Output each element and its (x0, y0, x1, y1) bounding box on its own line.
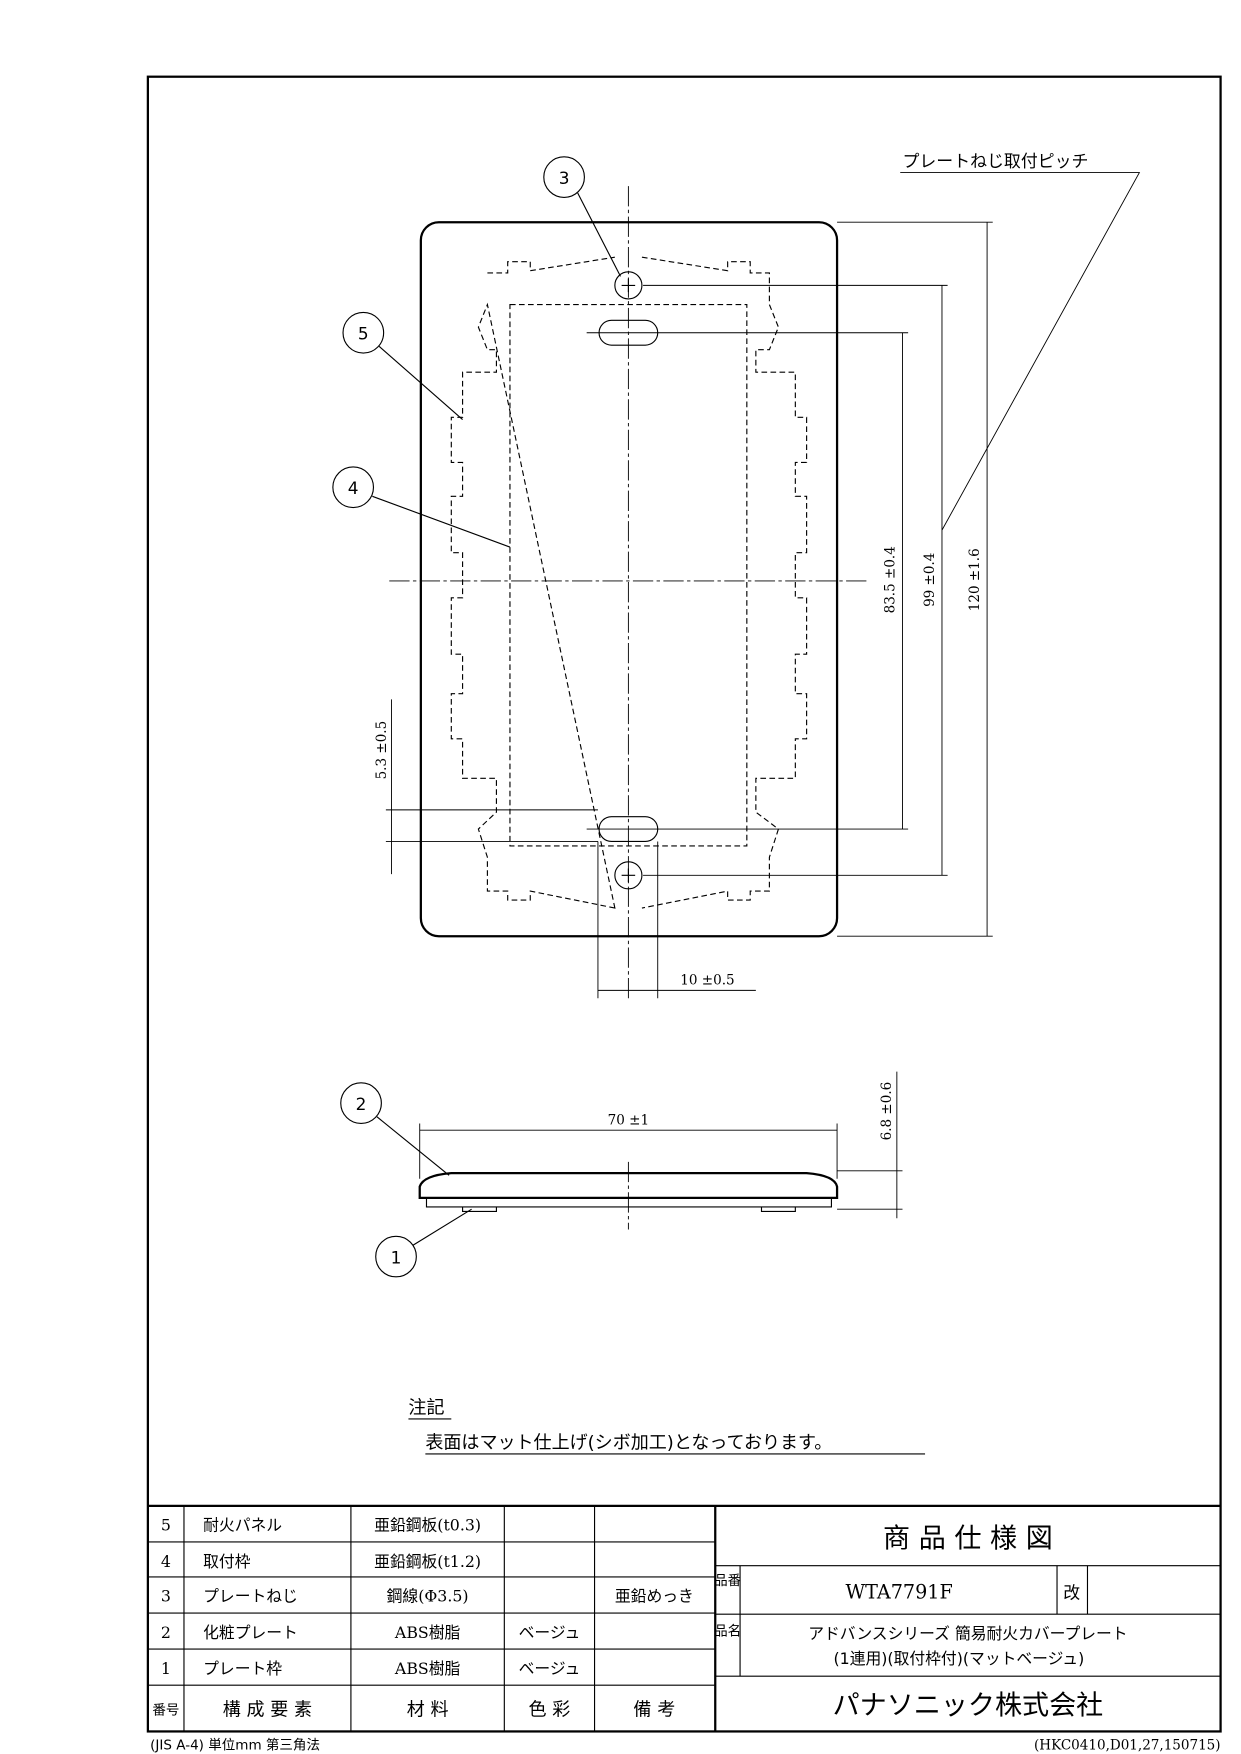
side-view: 70 ±1 6.8 ±0.6 (418, 1071, 903, 1230)
svg-text:番号: 番号 (152, 1703, 179, 1719)
svg-text:10 ±0.5: 10 ±0.5 (680, 973, 734, 989)
svg-text:パナソニック株式会社: パナソニック株式会社 (833, 1691, 1104, 1722)
svg-text:プレートねじ取付ピッチ: プレートねじ取付ピッチ (902, 151, 1088, 171)
svg-text:取付枠: 取付枠 (203, 1552, 251, 1571)
footer-left: (JIS A-4) 単位mm 第三角法 (150, 1736, 320, 1753)
svg-text:改: 改 (1063, 1582, 1080, 1602)
svg-text:ベージュ: ベージュ (519, 1623, 581, 1642)
svg-text:亜鉛めっき: 亜鉛めっき (615, 1587, 694, 1606)
dim-screw-pitch: 99 ±0.4 (643, 284, 948, 876)
svg-text:耐火パネル: 耐火パネル (203, 1516, 282, 1535)
front-view: 120 ±1.6 99 ±0.4 83.5 ±0.4 5.3 ±0.5 10 ±… (374, 151, 1141, 999)
svg-text:色 彩: 色 彩 (529, 1700, 571, 1721)
svg-text:品番: 品番 (714, 1573, 742, 1589)
mounting-frame-outline (450, 256, 808, 909)
plate-screw-top (614, 271, 643, 300)
balloon-4: 4 (332, 466, 511, 548)
svg-text:3: 3 (559, 168, 570, 188)
svg-text:ベージュ: ベージュ (519, 1659, 581, 1678)
svg-text:83.5 ±0.4: 83.5 ±0.4 (883, 546, 899, 613)
svg-text:2: 2 (356, 1094, 367, 1114)
svg-text:3: 3 (161, 1587, 171, 1606)
parts-table: 5 耐火パネル 亜鉛鋼板(t0.3) 4 取付枠 亜鉛鋼板(t1.2) 3 プレ… (147, 1504, 1221, 1732)
svg-text:5: 5 (161, 1516, 171, 1535)
svg-text:注記: 注記 (408, 1397, 444, 1418)
svg-text:鋼線(Φ3.5): 鋼線(Φ3.5) (387, 1587, 469, 1606)
svg-text:1: 1 (391, 1247, 402, 1267)
svg-text:表面はマット仕上げ(シボ加工)となっております。: 表面はマット仕上げ(シボ加工)となっております。 (425, 1432, 832, 1453)
svg-text:5.3 ±0.5: 5.3 ±0.5 (374, 721, 390, 780)
svg-text:ABS樹脂: ABS樹脂 (394, 1659, 461, 1678)
svg-text:(1連用)(取付枠付)(マットベージュ): (1連用)(取付枠付)(マットベージュ) (834, 1649, 1085, 1668)
notes: 注記 表面はマット仕上げ(シボ加工)となっております。 (408, 1397, 926, 1455)
svg-text:構 成 要 素: 構 成 要 素 (223, 1700, 312, 1721)
svg-text:材 料: 材 料 (407, 1700, 449, 1721)
svg-text:WTA7791F: WTA7791F (845, 1580, 952, 1603)
svg-text:ABS樹脂: ABS樹脂 (394, 1623, 461, 1642)
title-block: 商 品 仕 様 図 品番 WTA7791F 改 品名 アドバンスシリーズ 簡易耐… (714, 1524, 1221, 1722)
svg-text:商 品 仕 様 図: 商 品 仕 様 図 (883, 1524, 1053, 1555)
svg-text:4: 4 (348, 478, 359, 498)
dim-slot-offset: 5.3 ±0.5 (374, 699, 598, 875)
plate-outline (419, 221, 839, 938)
drawing-frame (146, 75, 1222, 1733)
dim-slot-pitch: 83.5 ±0.4 (586, 332, 909, 830)
svg-text:化粧プレート: 化粧プレート (203, 1623, 298, 1642)
svg-text:70 ±1: 70 ±1 (608, 1113, 649, 1129)
svg-text:120 ±1.6: 120 ±1.6 (967, 548, 983, 611)
balloon-3: 3 (543, 156, 622, 277)
svg-text:アドバンスシリーズ 簡易耐火カバープレート: アドバンスシリーズ 簡易耐火カバープレート (808, 1624, 1127, 1643)
dim-slot-width: 10 ±0.5 (597, 841, 756, 999)
plate-screw-bottom (614, 861, 643, 890)
balloon-2: 2 (340, 1082, 450, 1176)
dim-thickness: 6.8 ±0.6 (837, 1071, 903, 1219)
svg-text:1: 1 (161, 1659, 171, 1678)
svg-text:品名: 品名 (714, 1624, 741, 1640)
svg-text:亜鉛鋼板(t1.2): 亜鉛鋼板(t1.2) (374, 1552, 481, 1571)
svg-text:5: 5 (358, 324, 369, 344)
svg-text:プレート枠: プレート枠 (203, 1659, 282, 1678)
balloon-5: 5 (342, 311, 463, 421)
svg-text:プレートねじ: プレートねじ (203, 1587, 298, 1606)
svg-text:99 ±0.4: 99 ±0.4 (922, 553, 938, 607)
balloon-1: 1 (375, 1208, 472, 1278)
svg-text:4: 4 (161, 1552, 171, 1571)
svg-text:6.8 ±0.6: 6.8 ±0.6 (879, 1082, 895, 1141)
dim-height-total: 120 ±1.6 (837, 221, 993, 937)
svg-text:亜鉛鋼板(t0.3): 亜鉛鋼板(t0.3) (374, 1516, 481, 1535)
svg-text:2: 2 (161, 1623, 171, 1642)
footer-right: (HKC0410,D01,27,150715) (1034, 1737, 1221, 1753)
pitch-callout: プレートねじ取付ピッチ (900, 151, 1141, 531)
svg-text:備 考: 備 考 (633, 1700, 675, 1721)
